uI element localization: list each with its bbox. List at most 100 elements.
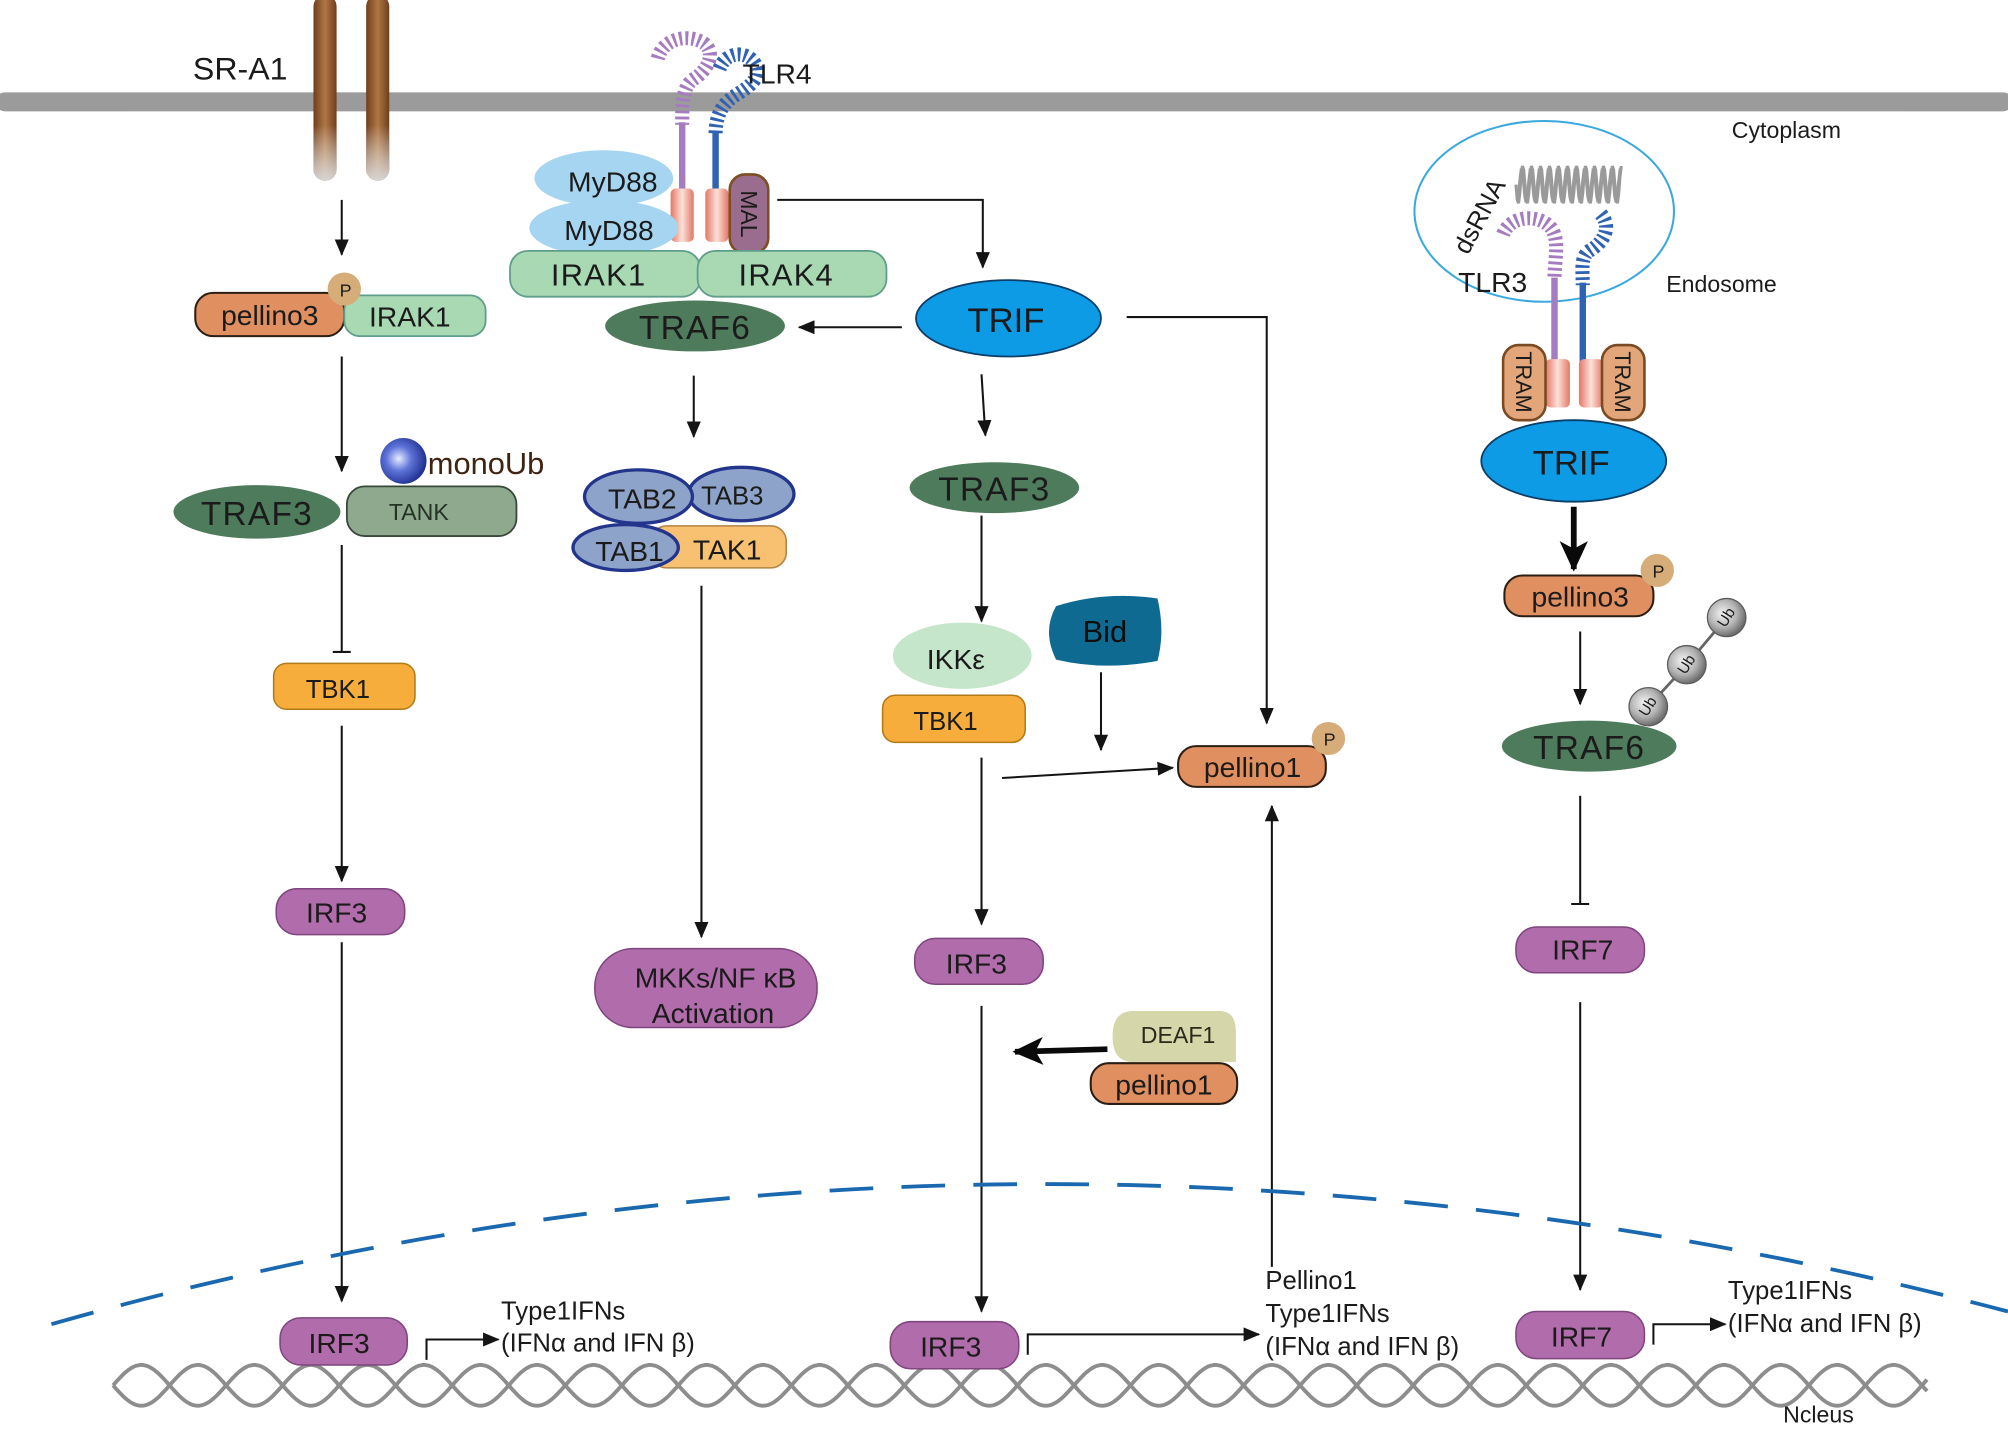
- tlr3-coil-purple: [1496, 211, 1564, 281]
- tlr4-coil-purple: [650, 31, 717, 125]
- tank-node: [345, 485, 518, 537]
- irf3-nucleus-left-node: [279, 1317, 409, 1366]
- ikke-label: IKKε: [927, 644, 985, 675]
- ifn-right-line1: Type1IFNs: [1728, 1277, 1852, 1305]
- mkks-nfkb-node: [594, 947, 818, 1029]
- trif-node: [915, 279, 1102, 358]
- ub-sphere-3: [1628, 686, 1669, 727]
- sr-a1-label: SR-A1: [193, 51, 288, 87]
- tram-right-label: TRAM: [1610, 351, 1635, 412]
- pellino3-tlr3-label: pellino3: [1531, 582, 1628, 613]
- tlr4-tir-right: [705, 188, 729, 242]
- dsrna-label: dsRNA: [1448, 173, 1511, 258]
- ikke-node: [892, 622, 1032, 689]
- tlr3-receptor: [1496, 209, 1614, 408]
- phospho-pellino1-badge: [1311, 721, 1346, 756]
- trif-tlr3-node: [1480, 419, 1668, 503]
- edge-mal-to-trif: [777, 198, 990, 269]
- edge-transcription-middle: [1026, 1327, 1261, 1355]
- edge-tbk1-to-pellino1: [1002, 761, 1175, 779]
- trif-label: TRIF: [967, 302, 1044, 340]
- traf6-tlr3-label: TRAF6: [1533, 730, 1645, 767]
- traf6-node: [605, 300, 785, 352]
- bid-label: Bid: [1083, 614, 1128, 649]
- irak1-sra1-label: IRAK1: [369, 302, 451, 333]
- traf3-trif-label: TRAF3: [938, 472, 1050, 509]
- phospho-tlr3-label: P: [1653, 562, 1665, 582]
- tank-label: TANK: [389, 499, 450, 525]
- ifn-middle-line1: Pellino1: [1265, 1267, 1356, 1295]
- cytoplasm-label: Cytoplasm: [1732, 117, 1841, 143]
- ifn-left-line2: (IFNα and IFN β): [501, 1329, 695, 1357]
- ifn-left-line1: Type1IFNs: [501, 1298, 625, 1326]
- nuclear-envelope: [50, 1182, 2008, 1327]
- irf3-nucleus-middle-label: IRF3: [920, 1332, 981, 1363]
- monoub-label: monoUb: [428, 446, 545, 481]
- traf3-sra1-node: [173, 485, 341, 539]
- irak4-label: IRAK4: [738, 258, 834, 293]
- mkks-nfkb-label-line1: MKKs/NF κB: [635, 962, 797, 993]
- irf7-nucleus-label: IRF7: [1551, 1322, 1612, 1353]
- phospho-tlr3-badge: [1640, 553, 1674, 587]
- tlr3-label: TLR3: [1458, 267, 1527, 298]
- tbk1-trif-node: [881, 694, 1026, 744]
- irf7-tlr3-label: IRF7: [1552, 934, 1613, 965]
- traf6-tlr3-node: [1501, 720, 1677, 772]
- dsrna-strand-b: [1516, 168, 1623, 203]
- tlr3-coil-blue: [1575, 209, 1614, 286]
- ifn-middle-line2: Type1IFNs: [1265, 1300, 1389, 1328]
- myd88-bottom-label: MyD88: [564, 215, 653, 246]
- irf3-nucleus-left-label: IRF3: [309, 1328, 370, 1359]
- irf3-trif-label: IRF3: [946, 948, 1007, 979]
- tlr3-tir-left: [1545, 359, 1570, 408]
- tab1-label: TAB1: [595, 536, 664, 567]
- irf7-tlr3-node: [1515, 926, 1646, 974]
- deaf1-node: [1112, 1010, 1236, 1062]
- phospho-sra1-label: P: [340, 280, 352, 300]
- endosome-border: [1413, 119, 1676, 303]
- tab1-node: [571, 522, 680, 573]
- ifn-middle-line3: (IFNα and IFN β): [1265, 1333, 1459, 1361]
- tab2-label: TAB2: [608, 484, 677, 515]
- tbk1-sra1-node: [272, 662, 416, 710]
- myd88-top-label: MyD88: [568, 167, 657, 198]
- sr-a1-bar-left-fade: [313, 0, 337, 181]
- tlr4-coil-blue: [708, 47, 764, 136]
- traf3-sra1-label: TRAF3: [201, 496, 313, 533]
- dna-strand-a: [111, 1363, 1929, 1408]
- edge-deaf1-to-irf3: [1012, 1036, 1108, 1065]
- traf6-label: TRAF6: [639, 310, 751, 347]
- irak4-node: [696, 249, 888, 298]
- mkks-nfkb-label-line2: Activation: [652, 998, 774, 1029]
- myd88-top-node: [534, 150, 674, 207]
- irf3-sra1-label: IRF3: [306, 898, 367, 929]
- endosome-label: Endosome: [1666, 271, 1777, 297]
- irf7-nucleus-node: [1515, 1310, 1646, 1360]
- ub-sphere-2: [1666, 644, 1707, 685]
- edge-transcription-left: [425, 1332, 500, 1360]
- irak1-label: IRAK1: [551, 258, 647, 293]
- irf3-sra1-node: [275, 887, 406, 936]
- tram-left-label: TRAM: [1511, 351, 1536, 412]
- ub-sphere-1: [1706, 597, 1747, 638]
- tlr3-tir-right: [1578, 359, 1604, 408]
- dsrna-helix: [1514, 165, 1623, 204]
- myd88-bottom-node: [529, 199, 679, 256]
- tram-left-node: [1501, 343, 1547, 422]
- dna-strand-b: [111, 1363, 1929, 1408]
- tram-right-node: [1600, 343, 1646, 422]
- deaf1-label: DEAF1: [1141, 1022, 1216, 1048]
- irak1-sra1-node: [343, 294, 487, 338]
- monoub-sphere: [380, 438, 427, 484]
- traf3-trif-node: [909, 462, 1080, 514]
- dna-helix: [111, 1363, 1929, 1408]
- pellino3-label: pellino3: [221, 300, 318, 331]
- ifn-right-line2: (IFNα and IFN β): [1728, 1310, 1922, 1338]
- irf3-nucleus-middle-node: [889, 1320, 1020, 1370]
- sr-a1-receptor: [313, 0, 390, 181]
- phospho-sra1-badge: [327, 272, 362, 306]
- pellino1-node: [1177, 745, 1327, 788]
- trif-tlr3-label: TRIF: [1533, 445, 1610, 483]
- sr-a1-bar-right-fade: [366, 0, 390, 181]
- pellino1-deaf1-label: pellino1: [1115, 1069, 1212, 1100]
